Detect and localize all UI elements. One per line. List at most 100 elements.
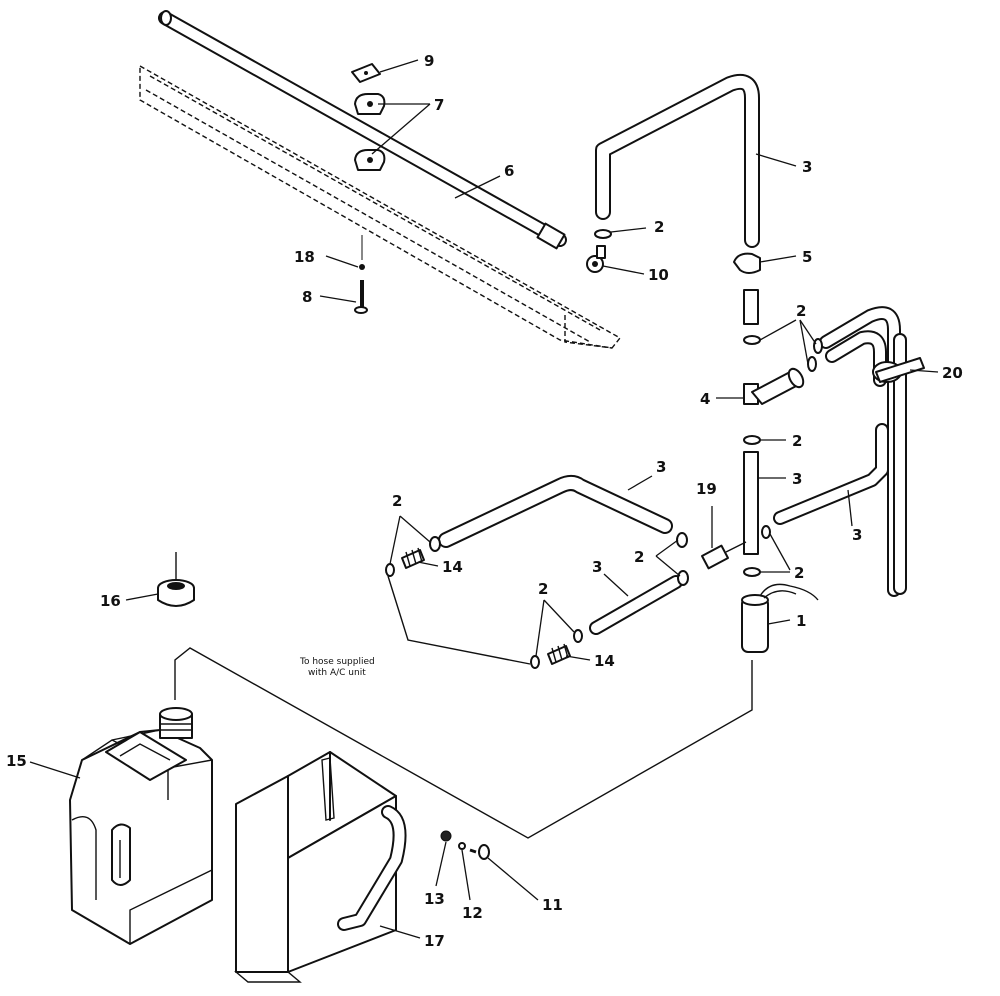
leader-7b [371, 103, 431, 155]
oring-2-lower-a [573, 629, 583, 643]
screw-8 [354, 235, 368, 314]
leader-2-right-d [769, 533, 791, 571]
callout-5: 5 [802, 248, 812, 266]
callout-20: 20 [942, 364, 963, 382]
callout-2-right: 2 [796, 302, 806, 320]
oring-2-left-b [385, 563, 395, 577]
leader-1 [767, 619, 791, 625]
callout-7: 7 [434, 96, 444, 114]
clip-7-lower [354, 149, 386, 171]
note-line-2: with A/C unit [308, 668, 366, 678]
callout-3-lower: 3 [592, 558, 602, 576]
callout-13: 13 [424, 890, 445, 908]
cap-16 [157, 579, 195, 607]
callout-18: 18 [294, 248, 315, 266]
tank-15 [69, 707, 213, 945]
callout-11: 11 [542, 896, 563, 914]
callout-2-center: 2 [634, 548, 644, 566]
leader-2-lower-b [535, 599, 545, 657]
oring-2-top [594, 229, 612, 239]
bracket-9 [351, 63, 381, 83]
hose-line-to-ac [387, 575, 531, 665]
perforated-bar [139, 64, 622, 349]
oring-2-mid [743, 335, 761, 345]
leader-6 [454, 175, 501, 199]
leader-9 [379, 59, 419, 73]
callout-12: 12 [462, 904, 483, 922]
leader-14-upper [417, 561, 439, 567]
callout-15: 15 [6, 752, 27, 770]
clip-7-upper [354, 93, 386, 115]
oring-2-right-a [813, 338, 823, 354]
leader-5 [759, 255, 797, 263]
hose-3-riser-lower [743, 451, 759, 555]
oring-2-left-a [429, 536, 441, 552]
leader-3-right [847, 489, 853, 527]
leader-13 [435, 841, 447, 887]
nut-13 [440, 830, 452, 842]
callout-4: 4 [700, 390, 710, 408]
washer-18 [359, 264, 365, 270]
oring-2-left-c [676, 532, 688, 548]
hose-3-lower-straight [589, 575, 683, 635]
hose-3-right-lower [773, 423, 889, 525]
hose-3-right-loop-inner [825, 330, 887, 387]
callout-10: 10 [648, 266, 669, 284]
leader-12 [461, 849, 471, 901]
callout-2-mid: 2 [792, 432, 802, 450]
leader-2-right-c [799, 319, 809, 365]
callout-14-lower: 14 [594, 652, 615, 670]
callout-3-right: 3 [852, 526, 862, 544]
bracket-17 [234, 751, 407, 983]
leader-2-center-b [655, 555, 681, 577]
callout-16: 16 [100, 592, 121, 610]
callout-8: 8 [302, 288, 312, 306]
leader-11 [487, 857, 539, 901]
callout-2-left: 2 [392, 492, 402, 510]
leader-3-lower [603, 573, 629, 597]
note-line-1: To hose supplied [299, 657, 375, 667]
fitting-14-upper [401, 547, 425, 569]
callout-9: 9 [424, 52, 434, 70]
oring-2-tee-lower [743, 435, 761, 445]
callout-2-lower: 2 [538, 580, 548, 598]
leader-20 [909, 369, 939, 373]
leader-2-top [610, 227, 647, 233]
leader-10 [602, 265, 645, 275]
callout-17: 17 [424, 932, 445, 950]
oring-2-riser-bottom [743, 567, 761, 577]
clip-20 [872, 357, 925, 383]
tee-fitting-4 [743, 367, 805, 405]
callout-3-top: 3 [802, 158, 812, 176]
hose-3-upper-loop [595, 73, 760, 248]
pump-1 [741, 583, 819, 653]
hose-3-right-loop-outer [819, 306, 901, 597]
leader-14-lower [565, 655, 591, 661]
callout-3-mid: 3 [792, 470, 802, 488]
callout-1: 1 [796, 612, 806, 630]
leader-15 [29, 761, 81, 779]
leader-2-center-a [655, 539, 679, 557]
leader-2-right-a [759, 319, 797, 341]
leader-8 [319, 295, 357, 303]
oring-2-right-c [761, 525, 771, 539]
leader-3-top [755, 153, 797, 167]
callout-19: 19 [696, 480, 717, 498]
leader-18 [325, 255, 359, 268]
oring-2-right-b [807, 356, 817, 372]
hose-3-riser-upper [743, 289, 759, 325]
leader-2-left-b [389, 515, 401, 565]
leader-3-left [627, 475, 653, 491]
leader-17 [379, 925, 421, 939]
spray-tube-6 [158, 10, 567, 250]
callout-2-right-lower: 2 [794, 564, 804, 582]
pump-feed-line [174, 647, 753, 839]
callout-6: 6 [504, 162, 514, 180]
hose-3-left-long [438, 475, 673, 548]
leader-2-right-b [799, 319, 817, 345]
leader-16 [125, 593, 159, 601]
fitting-19 [701, 541, 747, 570]
leader-2-left-a [399, 515, 431, 543]
washer-12 [458, 842, 466, 850]
